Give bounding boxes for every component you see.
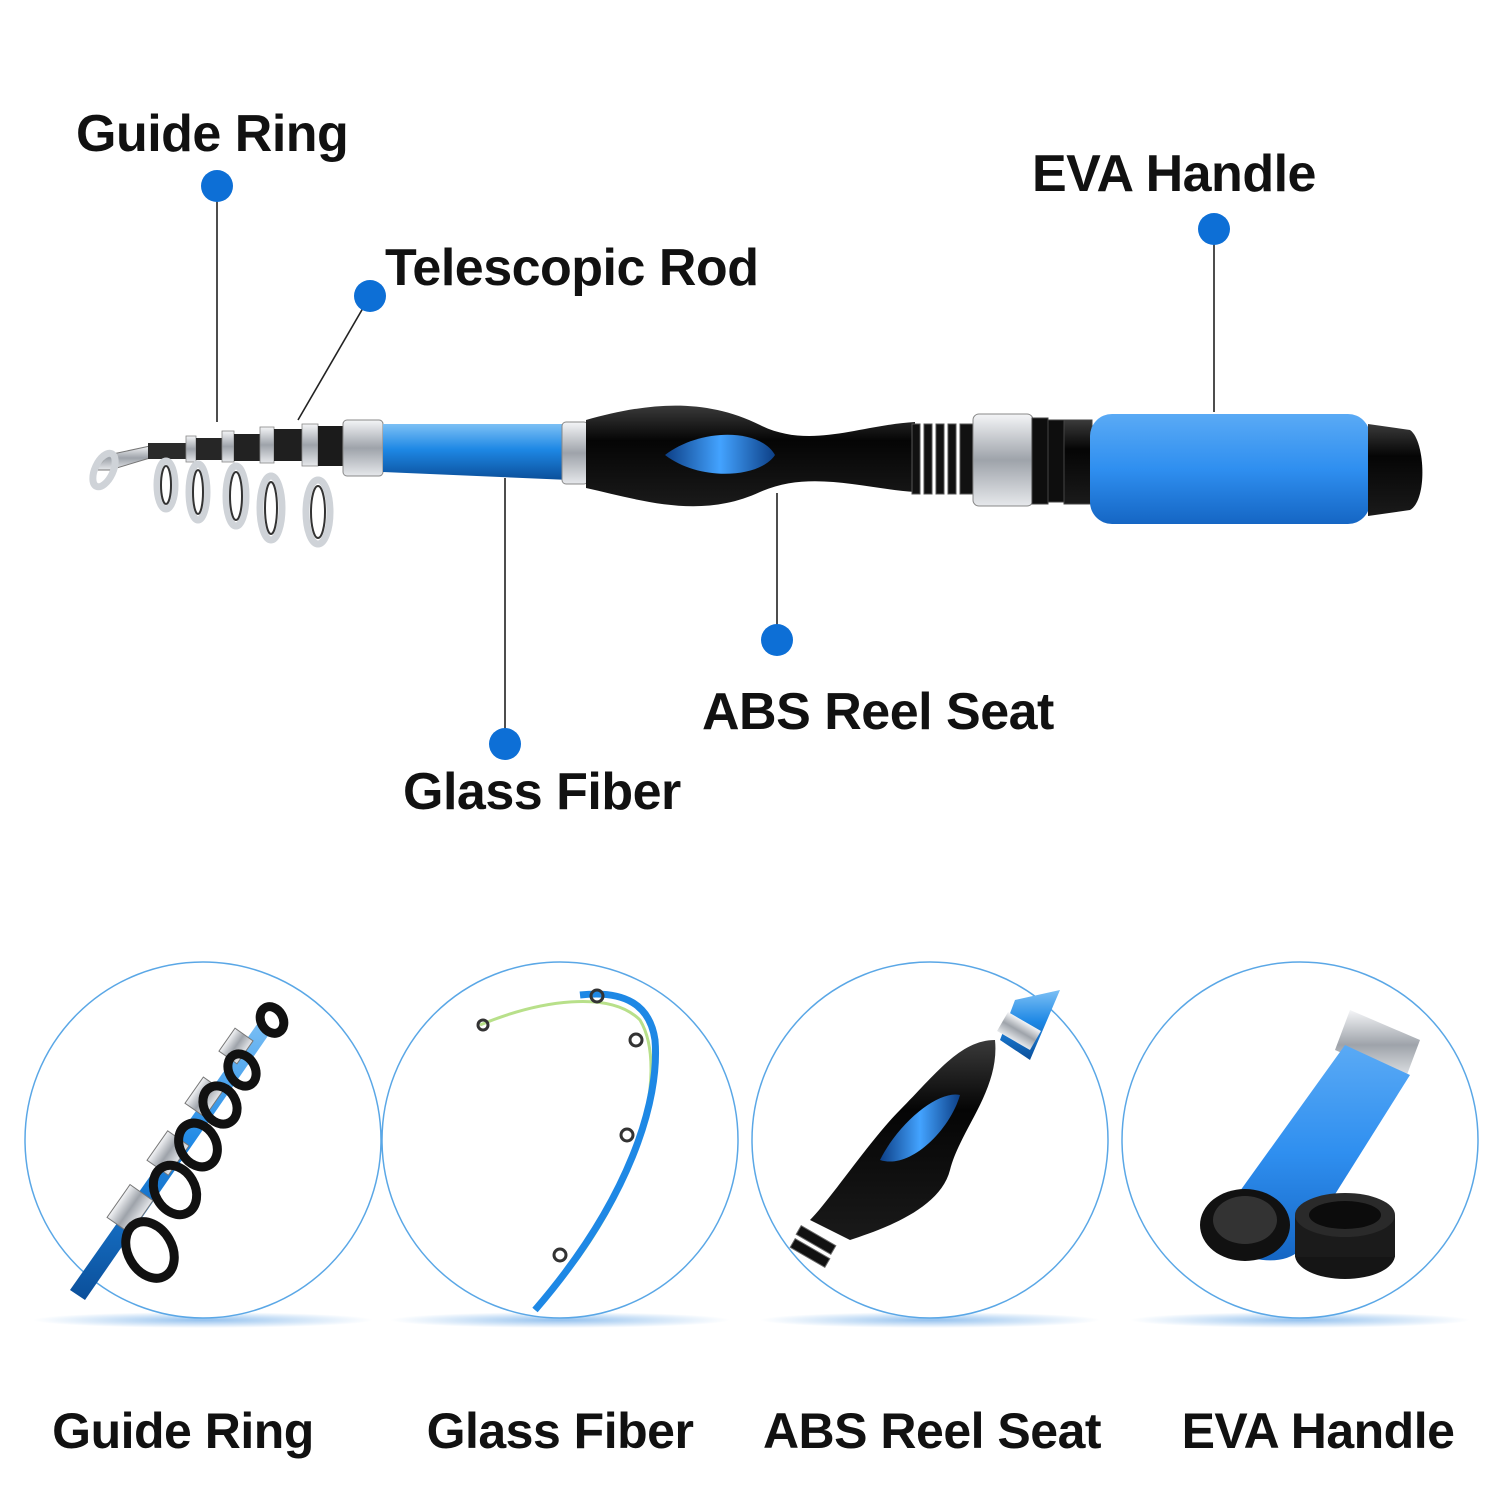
- guide-ring-icon: [256, 472, 286, 544]
- rod-segment-3: [234, 434, 262, 461]
- caption-glass-fiber: Glass Fiber: [426, 1403, 694, 1459]
- dot-abs-reel-seat: [761, 624, 793, 656]
- guide-ring-icon: [222, 462, 250, 530]
- label-telescopic-rod: Telescopic Rod: [385, 239, 759, 297]
- dot-glass-fiber: [489, 728, 521, 760]
- rod-segment-2: [196, 438, 226, 460]
- guide-ring-icon: [302, 476, 334, 548]
- caption-abs-reel-seat: ABS Reel Seat: [762, 1403, 1102, 1459]
- label-eva-handle: EVA Handle: [1032, 145, 1316, 203]
- dot-eva-handle: [1198, 213, 1230, 245]
- guide-ring-closeup-icon: [24, 961, 382, 1319]
- glass-fiber-section: [383, 424, 570, 480]
- rod-segment-4: [274, 429, 304, 461]
- guide-ring-icon: [89, 449, 119, 491]
- glass-fiber-closeup-icon: [381, 961, 739, 1319]
- rod-segment-1: [148, 443, 193, 459]
- callout-dots: [201, 170, 1230, 760]
- eva-handle-closeup-icon: [1121, 961, 1479, 1319]
- label-glass-fiber: Glass Fiber: [403, 763, 681, 821]
- dot-guide-ring: [201, 170, 233, 202]
- caption-eva-handle: EVA Handle: [1181, 1403, 1455, 1459]
- rod-segment-5: [318, 426, 346, 466]
- reel-seat-window: [665, 434, 775, 474]
- handle-end-cap: [1368, 424, 1423, 516]
- caption-guide-ring: Guide Ring: [52, 1403, 314, 1459]
- reel-seat-closeup-icon: [751, 961, 1109, 1319]
- telescopic-rod-graphic: [89, 405, 1423, 548]
- label-abs-reel-seat: ABS Reel Seat: [702, 683, 1054, 741]
- guide-ring-icon: [153, 457, 179, 513]
- dot-telescopic-rod: [354, 280, 386, 312]
- reel-seat-threads: [911, 423, 975, 495]
- leader-telescopic-rod: [297, 295, 371, 421]
- handle-cap-icon: [1295, 1193, 1395, 1279]
- detail-circles: [24, 961, 1479, 1328]
- label-guide-ring: Guide Ring: [76, 105, 349, 163]
- leader-lines: [216, 186, 1215, 744]
- eva-handle-foam: [1090, 414, 1370, 524]
- guide-ring-icon: [185, 460, 211, 524]
- guide-rings: [89, 449, 334, 548]
